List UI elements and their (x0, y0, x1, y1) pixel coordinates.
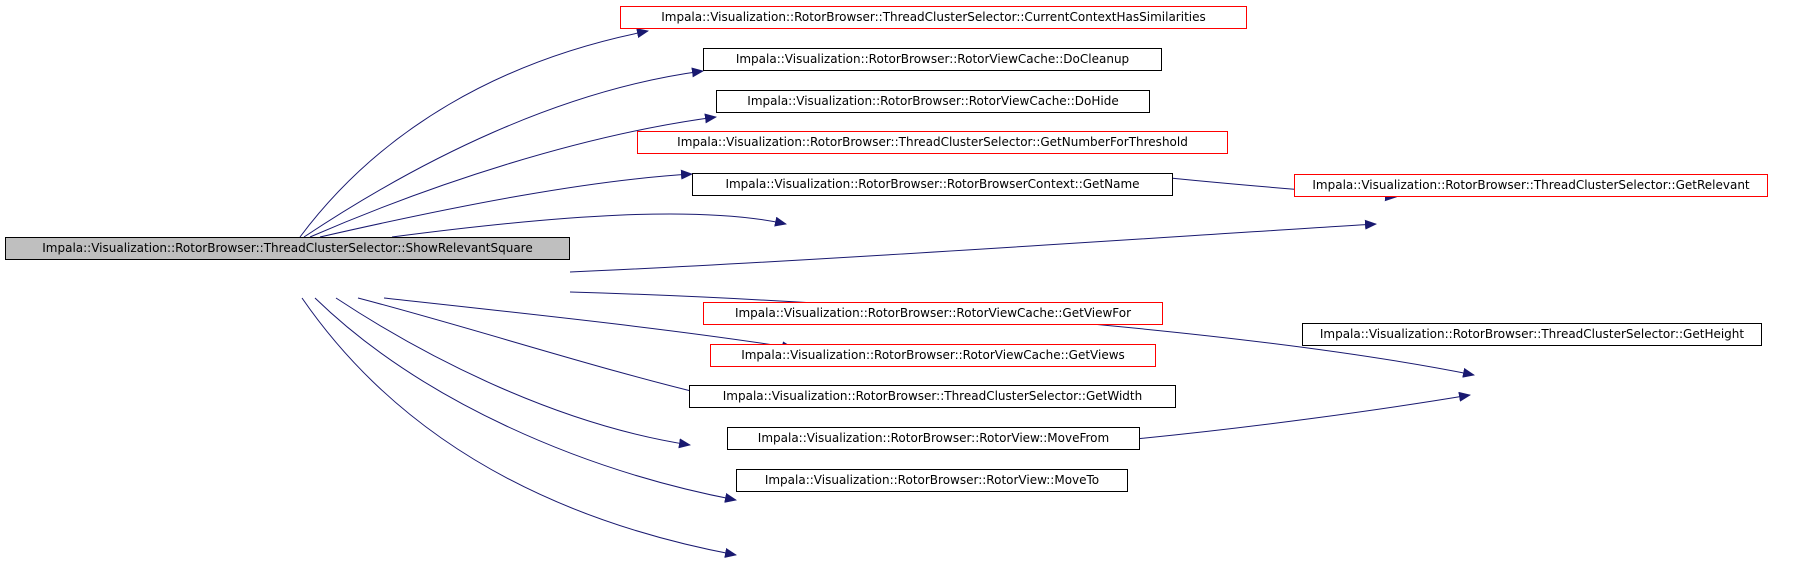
node-get-relevant[interactable]: Impala::Visualization::RotorBrowser::Thr… (1294, 174, 1768, 197)
edge-root-to-do-hide (309, 113, 717, 238)
node-current-context-has-similarities[interactable]: Impala::Visualization::RotorBrowser::Thr… (620, 6, 1247, 29)
edge-root-to-get-views (357, 297, 725, 402)
edge-root-to-get-number-for-threshold (319, 169, 693, 238)
node-get-height[interactable]: Impala::Visualization::RotorBrowser::Thr… (1302, 323, 1762, 346)
edge-root-to-get-relevant (569, 219, 1377, 273)
edge-get-width-to-get-height (1124, 391, 1471, 441)
edge-root-to-do-cleanup (303, 67, 704, 238)
root-node-show-relevant-square: Impala::Visualization::RotorBrowser::Thr… (5, 237, 570, 260)
edge-root-to-move-from (314, 297, 737, 503)
node-get-view-for[interactable]: Impala::Visualization::RotorBrowser::Rot… (703, 302, 1163, 325)
node-do-cleanup[interactable]: Impala::Visualization::RotorBrowser::Rot… (703, 48, 1162, 71)
edge-root-to-get-view-for (383, 297, 794, 352)
node-move-to[interactable]: Impala::Visualization::RotorBrowser::Rot… (736, 469, 1128, 492)
edge-root-to-move-to (301, 297, 737, 558)
edge-root-to-current-context-has-similarities (299, 28, 649, 238)
node-get-name[interactable]: Impala::Visualization::RotorBrowser::Rot… (692, 173, 1173, 196)
node-do-hide[interactable]: Impala::Visualization::RotorBrowser::Rot… (716, 90, 1150, 113)
node-move-from[interactable]: Impala::Visualization::RotorBrowser::Rot… (727, 427, 1140, 450)
edge-root-to-get-width (335, 297, 691, 449)
node-get-width[interactable]: Impala::Visualization::RotorBrowser::Thr… (689, 385, 1176, 408)
edge-layer (299, 28, 1475, 558)
node-get-views[interactable]: Impala::Visualization::RotorBrowser::Rot… (710, 344, 1156, 367)
edge-root-to-get-name (391, 213, 787, 238)
node-get-number-for-threshold[interactable]: Impala::Visualization::RotorBrowser::Thr… (637, 131, 1228, 154)
